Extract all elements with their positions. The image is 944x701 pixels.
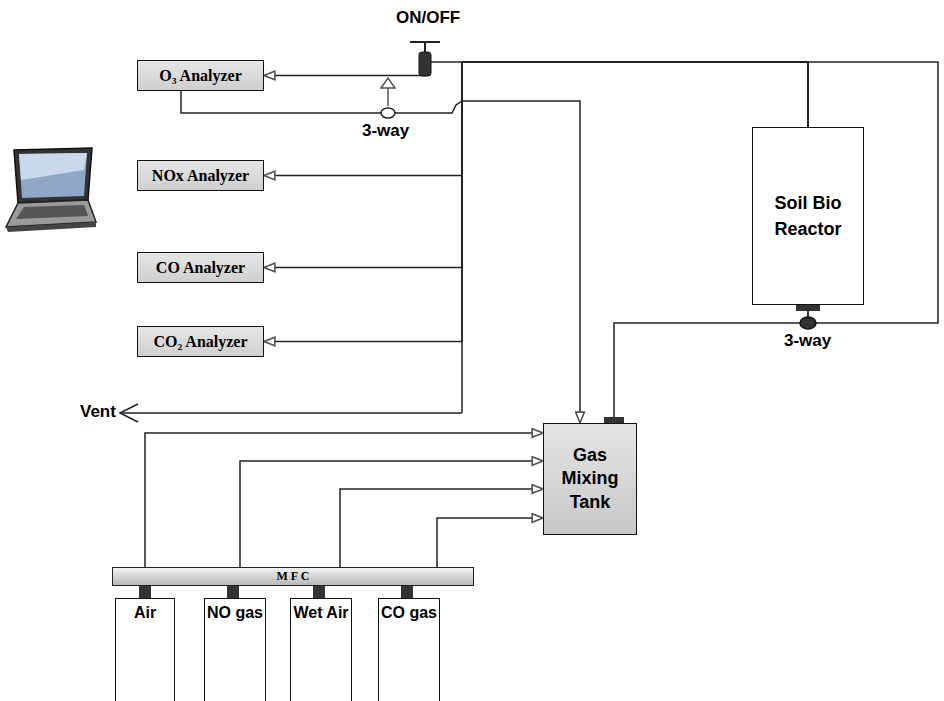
connector [340, 489, 543, 567]
analyzer-box: CO₂ Analyzer [137, 326, 264, 357]
node-text: M F C [277, 569, 310, 584]
node-text: CO₂ Analyzer [153, 333, 247, 351]
node-text: O₃ Analyzer [159, 67, 242, 85]
node-text: CO Analyzer [156, 259, 245, 277]
node-text: NOx Analyzer [152, 167, 249, 185]
vent-line [120, 404, 462, 422]
gas-cylinder: CO gas [378, 598, 440, 701]
connector [264, 62, 808, 342]
valve-label: 3-way [782, 331, 833, 351]
on-off-valve [410, 42, 440, 76]
valve-label: 3-way [360, 121, 411, 141]
connector [614, 305, 808, 423]
node-text: Soil Bio Reactor [763, 190, 853, 242]
node-text: Air [134, 603, 156, 623]
node-text: Wet Air [293, 603, 348, 623]
node-text: Gas Mixing Tank [550, 444, 630, 514]
laptop-icon [6, 148, 96, 232]
connector [145, 433, 543, 567]
analyzer-box: NOx Analyzer [137, 160, 264, 191]
node-text: NO gas [207, 603, 263, 623]
gas-cylinder: NO gas [204, 598, 266, 701]
three-way-valve [796, 305, 820, 329]
connector [264, 62, 808, 127]
connector [437, 518, 543, 567]
vent-label: Vent [78, 402, 118, 422]
mfc-bar: M F C [112, 567, 474, 586]
node-text: CO gas [381, 603, 437, 623]
reactor-box: Soil Bio Reactor [752, 127, 864, 305]
valve-label: ON/OFF [394, 8, 462, 28]
bypass-line [462, 62, 938, 413]
gas-cylinder: Air [115, 598, 175, 701]
analyzer-box: O₃ Analyzer [137, 60, 264, 91]
connector [264, 62, 808, 268]
connector [240, 461, 543, 567]
gas-cylinder: Wet Air [290, 598, 352, 701]
mixing-tank: Gas Mixing Tank [543, 423, 637, 535]
connector [264, 62, 808, 176]
three-way-valve [381, 78, 395, 118]
analyzer-box: CO Analyzer [137, 252, 264, 283]
